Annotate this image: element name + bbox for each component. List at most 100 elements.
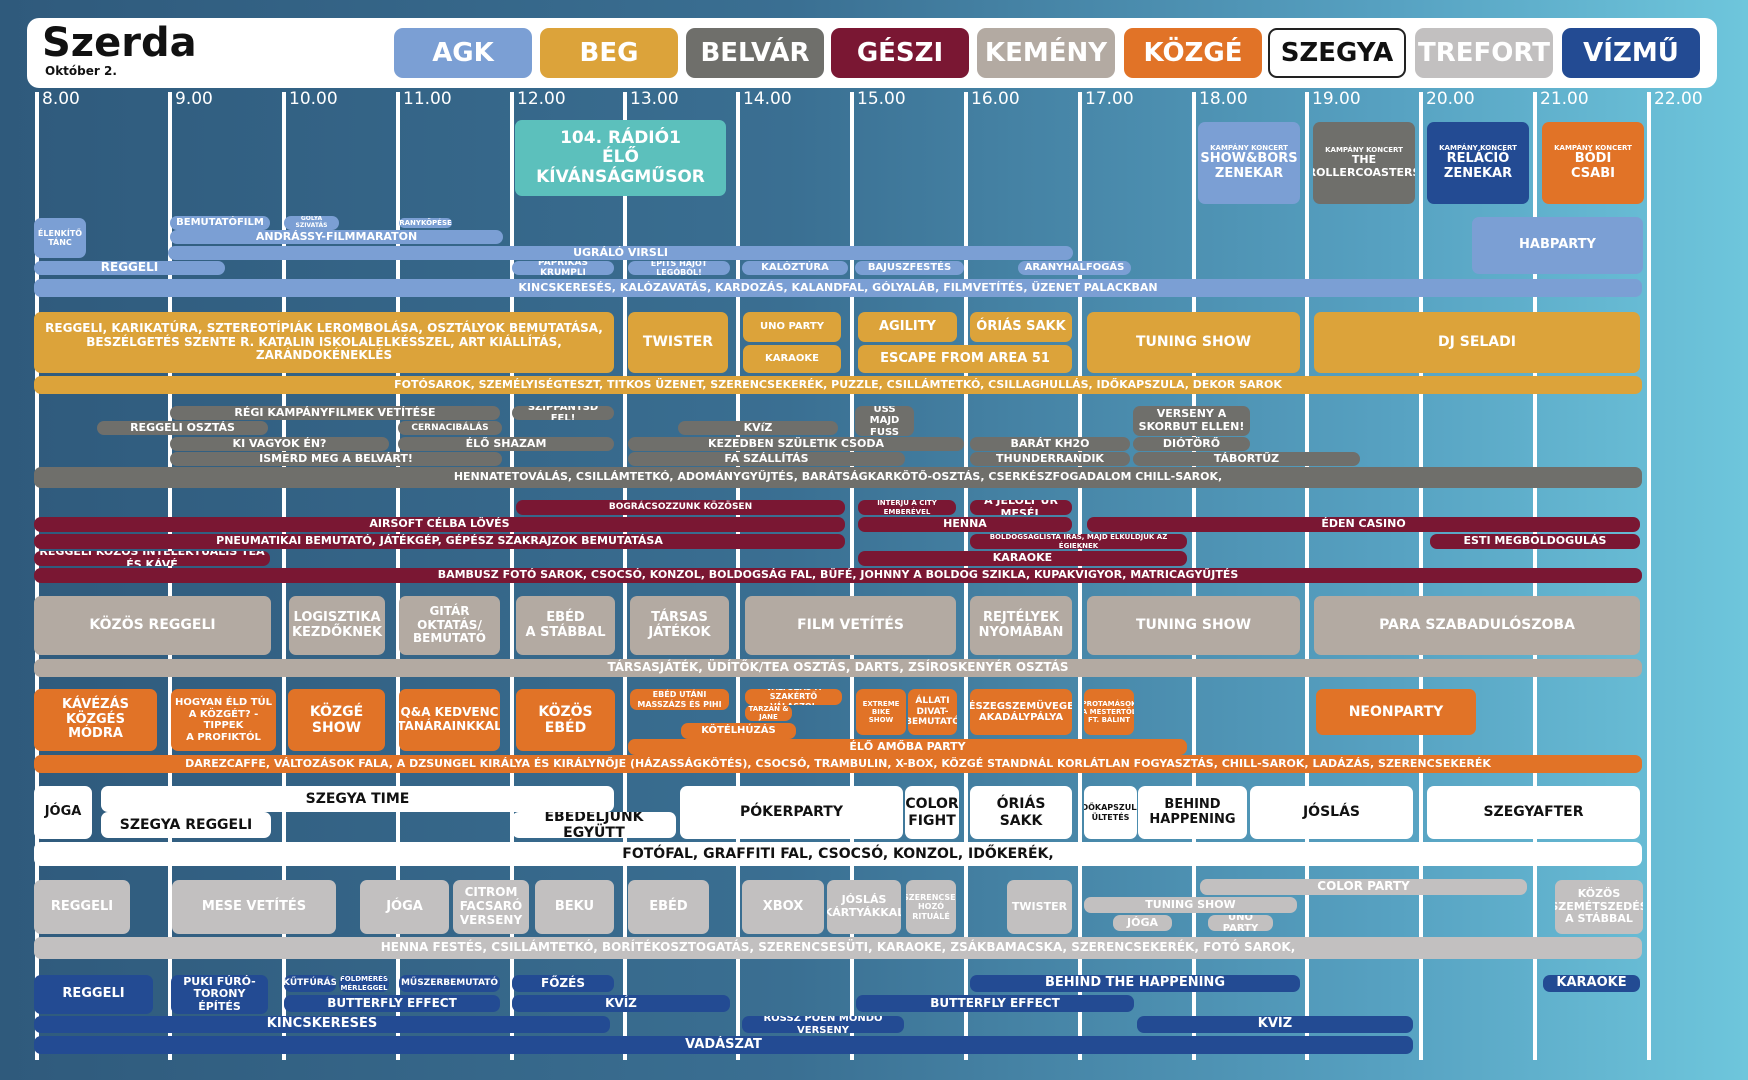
event-kem-9: PARA SZABADULÓSZOBA — [1314, 596, 1640, 655]
event-sze-5: PÓKERPARTY — [680, 786, 903, 839]
event-kem-3: GITÁR OKTATÁS/ BEMUTATÓ — [399, 596, 500, 655]
event-viz-11: BUTTERFLY EFFECT — [856, 995, 1134, 1012]
category-belvár: BELVÁR — [686, 28, 824, 78]
event-tre-6: EBÉD — [628, 880, 709, 934]
concert-name: RELÁCIÓ ZENEKAR — [1443, 150, 1513, 181]
event-viz-7: BEHIND THE HAPPENING — [970, 975, 1300, 992]
event-viz-10: KVÍZ — [512, 995, 730, 1012]
event-sze-1: JÓGA — [34, 786, 92, 839]
event-kem-4: EBÉD A STÁBBAL — [516, 596, 615, 655]
event-sze-4: EBÉDELJÜNK EGYÜTT — [512, 812, 676, 838]
day-title: Szerda — [42, 20, 197, 66]
event-ges-7: PNEUMATIKAI BEMUTATÓ, JÁTÉKGÉP, GÉPÉSZ S… — [34, 534, 845, 549]
event-bel-2: SZIPPANTSD FEL! — [512, 406, 614, 420]
event-koz-13: PROTAMÁSOK A MESTERTŐL FT. BÁLINT — [1084, 689, 1134, 735]
event-agk-4: ARANYKÖPÉSEK — [399, 218, 452, 228]
event-agk-13: ARANYHALFOGÁS — [1018, 261, 1131, 275]
event-tre-7: XBOX — [742, 880, 824, 934]
event-tre-15: KÖZÖS SZEMÉTSZEDÉS A STÁBBAL — [1555, 880, 1643, 934]
event-bel-all: HENNATETOVÁLÁS, CSILLÁMTETKÓ, ADOMÁNYGYŰ… — [34, 467, 1642, 488]
event-sze-2: SZEGYA TIME — [101, 786, 614, 812]
event-bel-7: KVíZ — [678, 421, 838, 435]
concert-kicker: KAMPÁNY KONCERT — [1554, 143, 1632, 152]
event-koz-4: Q&A KEDVENC TANÁRAINKKAL — [399, 689, 500, 751]
concert-kicker: KAMPÁNY KONCERT — [1210, 143, 1288, 152]
category-kemény: KEMÉNY — [977, 28, 1115, 78]
day-date: Október 2. — [45, 64, 117, 78]
event-agk-8: REGGELI — [34, 261, 225, 275]
event-viz-9: BUTTERFLY EFFECT — [284, 995, 500, 1012]
event-agk-2: BEMUTATÓFILM — [170, 216, 270, 230]
event-viz-3: KŰTFÚRÁS — [284, 975, 336, 992]
event-sze-10: JÓSLÁS — [1250, 786, 1413, 839]
event-bel-4: VERSENY A SKORBUT ELLEN! — [1133, 406, 1250, 436]
category-agk: AGK — [394, 28, 532, 78]
event-viz-2: PUKI FÚRÓ- TORONY ÉPÍTÉS — [171, 975, 268, 1014]
category-közgé: KÖZGÉ — [1124, 28, 1262, 78]
event-ges-11: KARAOKE — [858, 551, 1187, 566]
event-tre-all: HENNA FESTÉS, CSILLÁMTETKÓ, BORÍTÉKOSZTO… — [34, 937, 1642, 959]
event-beg-9: DJ SELADI — [1314, 312, 1640, 373]
event-agk-7: UGRÁLÓ VIRSLI — [168, 246, 1073, 260]
event-beg-6: ÓRIÁS SAKK — [970, 312, 1072, 342]
event-ges-3: A JELÖLT ÚR MESÉL — [970, 500, 1072, 515]
event-bel-11: BARÁT KH2O — [970, 437, 1130, 451]
category-trefort: TREFORT — [1415, 28, 1553, 78]
event-koz-1: KÁVÉZÁS KÖZGÉS MÓDRA — [34, 689, 157, 751]
category-vízmű: VÍZMŰ — [1562, 28, 1700, 78]
event-ges-1: BOGRÁCSOZZUNK KÖZÖSEN — [516, 500, 845, 515]
event-ges-all: BAMBUSZ FOTÓ SAROK, CSOCSÓ, KONZOL, BOLD… — [34, 568, 1642, 583]
event-tre-14: UNO PARTY — [1208, 915, 1273, 931]
event-koz-15: ÉLŐ AMŐBA PARTY — [628, 739, 1187, 755]
event-bel-15: THUNDERRANDIK — [970, 452, 1130, 466]
hour-label: 18.00 — [1199, 89, 1248, 109]
event-beg-7: ESCAPE FROM AREA 51 — [858, 345, 1072, 373]
hour-label: 22.00 — [1654, 89, 1703, 109]
event-kem-2: LOGISZTIKA KEZDŐKNEK — [289, 596, 385, 655]
category-szegya: SZEGYA — [1268, 28, 1406, 78]
event-sze-6: COLOR FIGHT — [905, 786, 959, 839]
event-viz-4: FÖLDMÉRÉS MÉRLEGGEL — [339, 975, 389, 992]
event-bel-8: KI VAGYOK ÉN? — [170, 437, 389, 451]
event-agk-10: ÉPÍTS HAJÓT LEGÓBÓL! — [628, 261, 730, 275]
event-koz-5: KÖZÖS EBÉD — [516, 689, 615, 751]
event-ges-8: BOLDOGSÁGLISTA ÍRÁS, MAJD ELKÜLDJÜK AZ É… — [970, 534, 1187, 549]
event-koz-6: EBÉD UTÁNI MASSZÁZS ÉS PIHI — [630, 689, 729, 710]
event-beg-5: AGILITY — [858, 312, 957, 342]
event-ges-2: INTERJÚ A CITY EMBERÉVEL — [858, 500, 956, 515]
event-bel-16: TÁBORTŰZ — [1133, 452, 1360, 466]
event-viz-5: MŰSZERBEMUTATÓ — [399, 975, 500, 992]
concert-name: BÓDI CSABI — [1571, 150, 1615, 181]
hour-label: 19.00 — [1312, 89, 1361, 109]
event-beg-1: REGGELI, KARIKATÚRA, SZTEREOTÍPIÁK LEROM… — [34, 312, 614, 373]
event-agk-11: KALÓZTÚRA — [742, 261, 848, 275]
hour-label: 16.00 — [971, 89, 1020, 109]
event-viz-8: KARAOKE — [1543, 975, 1640, 992]
event-agk-12: BAJUSZFESTÉS — [855, 261, 964, 275]
hour-label: 8.00 — [42, 89, 80, 109]
event-bel-1: RÉGI KAMPÁNYFILMEK VETÍTÉSE — [170, 406, 500, 420]
event-beg-3: UNO PARTY — [743, 312, 841, 342]
event-koz-14: NEONPARTY — [1316, 689, 1476, 735]
event-viz-all: VADÁSZAT — [34, 1036, 1413, 1054]
event-koz-2: HOGYAN ÉLD TÚL A KÖZGÉT? - TIPPEK A PROF… — [171, 689, 276, 751]
event-koz-7: VÁLTOZÁS-A SZAKÉRTŐ VÁLASZOL — [745, 689, 842, 705]
hour-label: 20.00 — [1426, 89, 1475, 109]
event-agk-6: HABPARTY — [1472, 217, 1643, 274]
event-agk-3: GÓLYA SZIVATÁS — [284, 216, 339, 230]
event-kem-5: TÁRSAS JÁTÉKOK — [630, 596, 729, 655]
event-kem-6: FILM VETÍTÉS — [745, 596, 956, 655]
event-koz-10: EXTREME BIKE SHOW — [856, 689, 906, 735]
event-beg-8: TUNING SHOW — [1087, 312, 1300, 373]
event-beg-4: KARAOKE — [743, 345, 841, 373]
concert-kicker: KAMPÁNY KONCERT — [1439, 143, 1517, 152]
hour-label: 15.00 — [857, 89, 906, 109]
event-bel-6: CERNACIBÁLÁS — [398, 421, 502, 435]
event-viz-14: KVÍZ — [1137, 1016, 1413, 1033]
event-agk-radio: 104. RÁDIÓ1 ÉLŐ KÍVÁNSÁGMŰSOR — [515, 120, 726, 196]
event-tre-9: SZERENCSE- HOZÓ RITUÁLÉ — [906, 880, 956, 934]
event-bel-10: KEZEDBEN SZÜLETIK CSODA — [628, 437, 964, 451]
